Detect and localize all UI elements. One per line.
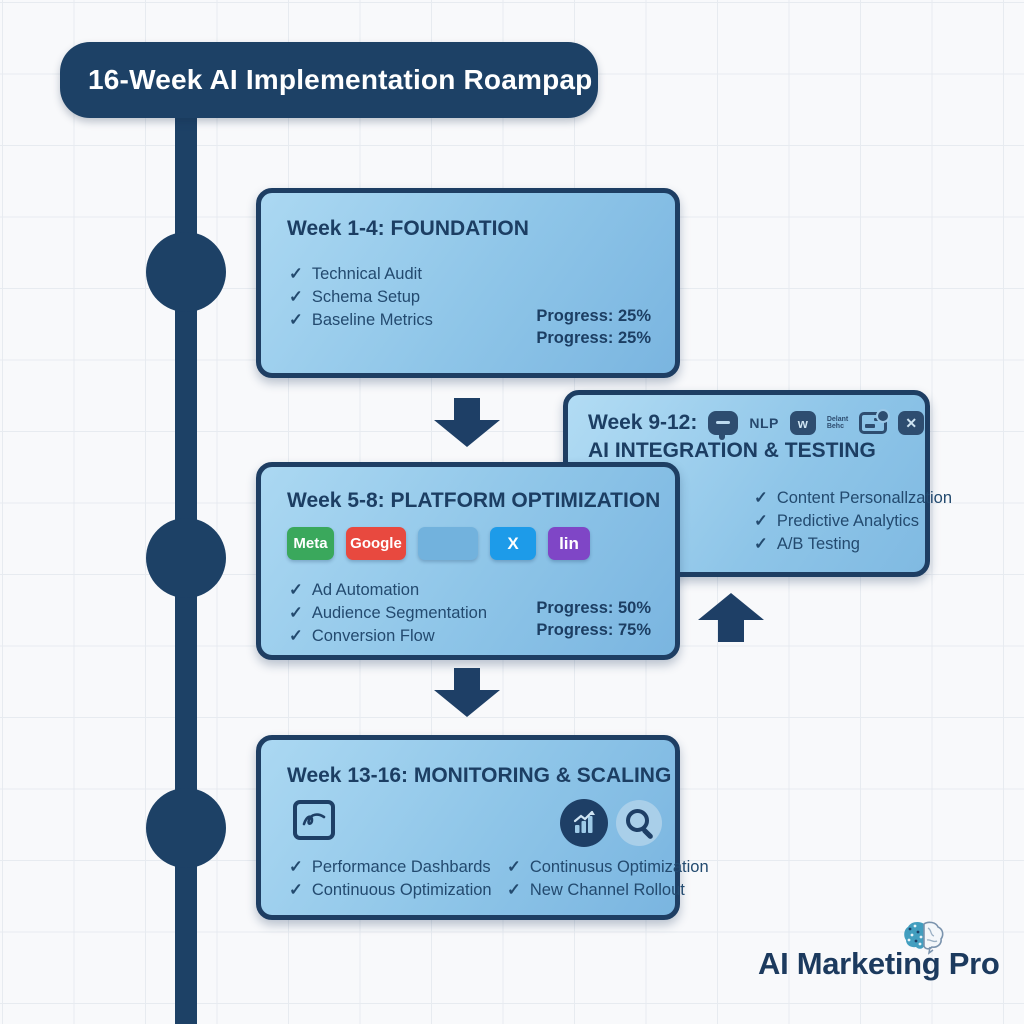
card-title: AI INTEGRATION & TESTING	[588, 439, 876, 462]
list-item-label: Continuous Optimization	[311, 881, 492, 899]
progress-line: Progress: 25%	[536, 329, 651, 347]
card-title: Week 1-4: FOUNDATION	[287, 217, 529, 240]
list-item: ✓ Predictive Analytics	[754, 510, 952, 533]
list-item-label: Content Personallzation	[776, 489, 953, 507]
x-badge: X	[490, 527, 536, 560]
progress-line: Progress: 25%	[536, 307, 651, 325]
card-title-row: Week 9-12: NLP w Delant Behc ✕	[588, 409, 925, 440]
check-icon: ✓	[754, 489, 768, 507]
list-item: ✓ Audience Segmentation	[289, 602, 487, 625]
checklist: ✓ Technical Audit ✓ Schema Setup ✓ Baseline…	[289, 263, 433, 332]
progress-line: Progress: 50%	[536, 599, 651, 617]
arrow-down-icon	[434, 398, 500, 447]
check-icon: ✓	[289, 858, 303, 876]
list-item: ✓ Technical Audit	[289, 263, 433, 286]
checklist: ✓ Content Personallzation ✓ Predictive Ana…	[754, 487, 952, 556]
search-magnifier-icon	[616, 800, 662, 846]
check-icon: ✓	[289, 288, 303, 306]
list-item-label: Schema Setup	[311, 288, 421, 306]
list-item-label: Technical Audit	[311, 265, 422, 283]
card-week-5-8-platform: Week 5-8: PLATFORM OPTIMIZATION Meta Goo…	[256, 462, 680, 660]
brain-logo-icon	[900, 920, 946, 961]
list-item-label: Conversion Flow	[311, 627, 435, 645]
list-item-label: Baseline Metrics	[311, 311, 433, 329]
list-item: ✓ Baseline Metrics	[289, 309, 433, 332]
check-icon: ✓	[754, 535, 768, 553]
progress-label: Progress: 50% Progress: 75%	[536, 597, 651, 641]
check-icon: ✓	[289, 311, 303, 329]
list-item: ✓ A/B Testing	[754, 533, 952, 556]
list-item-label: Predictive Analytics	[776, 512, 919, 530]
microtext-label: Delant Behc	[827, 416, 848, 431]
list-item: ✓ Continuous Optimization	[289, 879, 492, 902]
card-week-13-16-monitoring: Week 13-16: MONITORING & SCALING ✓ Perfor…	[256, 735, 709, 920]
list-item-label: Performance Dashbards	[311, 858, 491, 876]
google-badge: Google	[346, 527, 406, 560]
page-title: 16-Week AI Implementation Roampap	[88, 64, 593, 95]
list-item: ✓ Content Personallzation	[754, 487, 952, 510]
list-item-label: Audience Segmentation	[311, 604, 488, 622]
timeline-node-2	[146, 518, 226, 598]
list-item: ✓ Schema Setup	[289, 286, 433, 309]
list-item-label: Ad Automation	[311, 581, 420, 599]
linkedin-badge: lin	[548, 527, 590, 560]
title-banner: 16-Week AI Implementation Roampap	[60, 42, 598, 118]
list-item: ✓ Conversion Flow	[289, 625, 487, 648]
card-title-prefix: Week 9-12:	[588, 411, 698, 434]
check-icon: ✓	[289, 265, 303, 283]
meta-badge: Meta	[287, 527, 334, 560]
check-icon: ✓	[507, 858, 521, 876]
w-app-icon: w	[789, 411, 816, 435]
timeline-node-1	[146, 232, 226, 312]
checklist: ✓ Ad Automation ✓ Audience Segmentation ✓ C…	[289, 579, 487, 648]
check-icon: ✓	[289, 604, 303, 622]
check-icon: ✓	[507, 881, 521, 899]
blank-badge	[418, 527, 478, 560]
trend-chart-icon	[293, 800, 335, 840]
chatbot-icon	[708, 411, 739, 440]
list-item-label: A/B Testing	[776, 535, 860, 553]
check-icon: ✓	[289, 627, 303, 645]
nlp-label: NLP	[749, 415, 779, 431]
progress-label: Progress: 25% Progress: 25%	[536, 305, 651, 349]
checklist-right: ✓ Continusus Optimization ✓ New Channel Ro…	[507, 856, 709, 902]
list-item-label: Continusus Optimization	[529, 858, 709, 876]
microtext-line: Behc	[826, 423, 844, 430]
platform-badges: Meta Google X lin	[287, 527, 590, 560]
check-icon: ✓	[289, 581, 303, 599]
timeline-node-3	[146, 788, 226, 868]
list-item: ✓ Continusus Optimization	[507, 856, 709, 879]
list-item-label: New Channel Rollout	[529, 881, 685, 899]
list-item: ✓ Ad Automation	[289, 579, 487, 602]
microtext-line: Delant	[826, 415, 849, 423]
list-item: ✓ New Channel Rollout	[507, 879, 709, 902]
arrow-up-icon	[698, 593, 764, 642]
checklist-left: ✓ Performance Dashbards ✓ Continuous Optim…	[289, 856, 492, 902]
card-title: Week 13-16: MONITORING & SCALING	[287, 764, 672, 787]
list-item: ✓ Performance Dashbards	[289, 856, 492, 879]
card-title: Week 5-8: PLATFORM OPTIMIZATION	[287, 489, 661, 512]
check-icon: ✓	[754, 512, 768, 530]
progress-line: Progress: 75%	[536, 621, 651, 639]
close-x-icon: ✕	[898, 411, 925, 435]
browser-card-icon	[859, 409, 891, 434]
brand-logo: AI Marketing Pro	[758, 946, 1000, 982]
brand-name: AI Marketing Pro	[758, 946, 1000, 981]
card-week-1-4-foundation: Week 1-4: FOUNDATION ✓ Technical Audit ✓ S…	[256, 188, 680, 378]
check-icon: ✓	[289, 881, 303, 899]
analytics-chart-icon	[560, 799, 608, 847]
arrow-down-icon	[434, 668, 500, 717]
